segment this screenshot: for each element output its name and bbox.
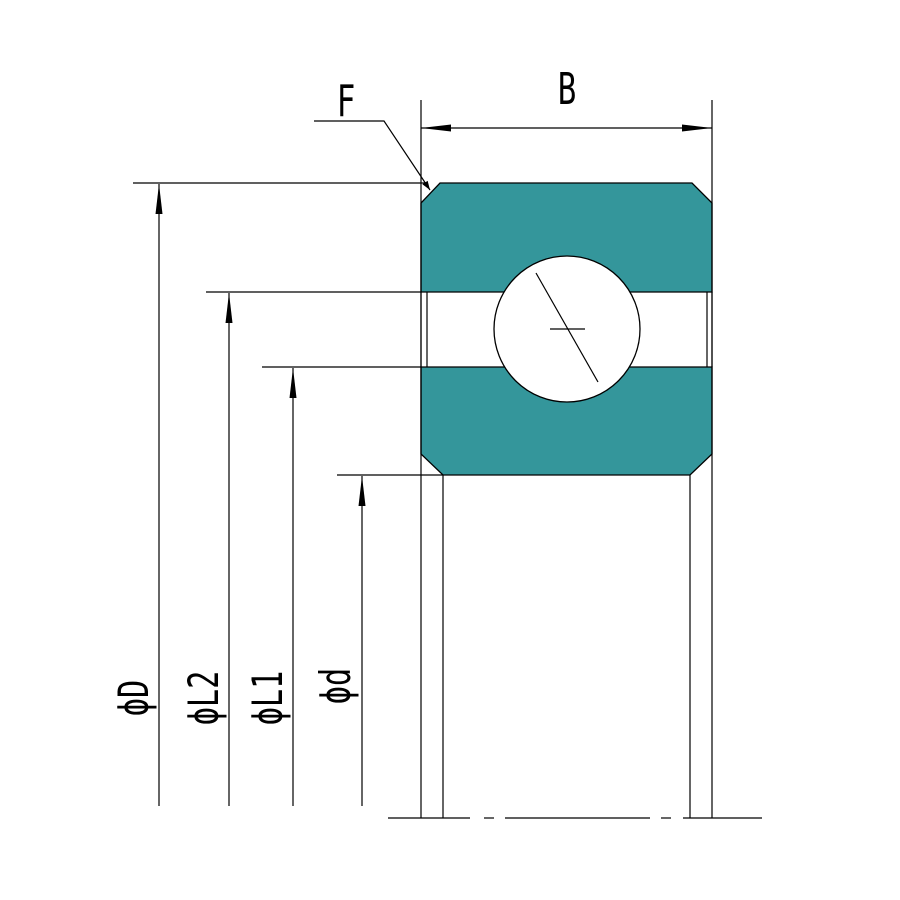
chamfer-leader-line: [314, 120, 431, 191]
chamfer-label: F: [337, 75, 356, 126]
l1-diameter-label: ϕL1: [243, 671, 292, 726]
extension-lines-horizontal: [133, 182, 443, 476]
contact-angle-line: [535, 272, 599, 383]
extension-lines-vertical: [420, 100, 713, 818]
width-label: B: [558, 63, 577, 114]
outer-diameter-label: ϕD: [109, 680, 158, 716]
bore-diameter-label: ϕd: [311, 668, 360, 704]
l2-diameter-label: ϕL2: [179, 671, 228, 726]
diameter-dimension-lines: [155, 184, 366, 806]
